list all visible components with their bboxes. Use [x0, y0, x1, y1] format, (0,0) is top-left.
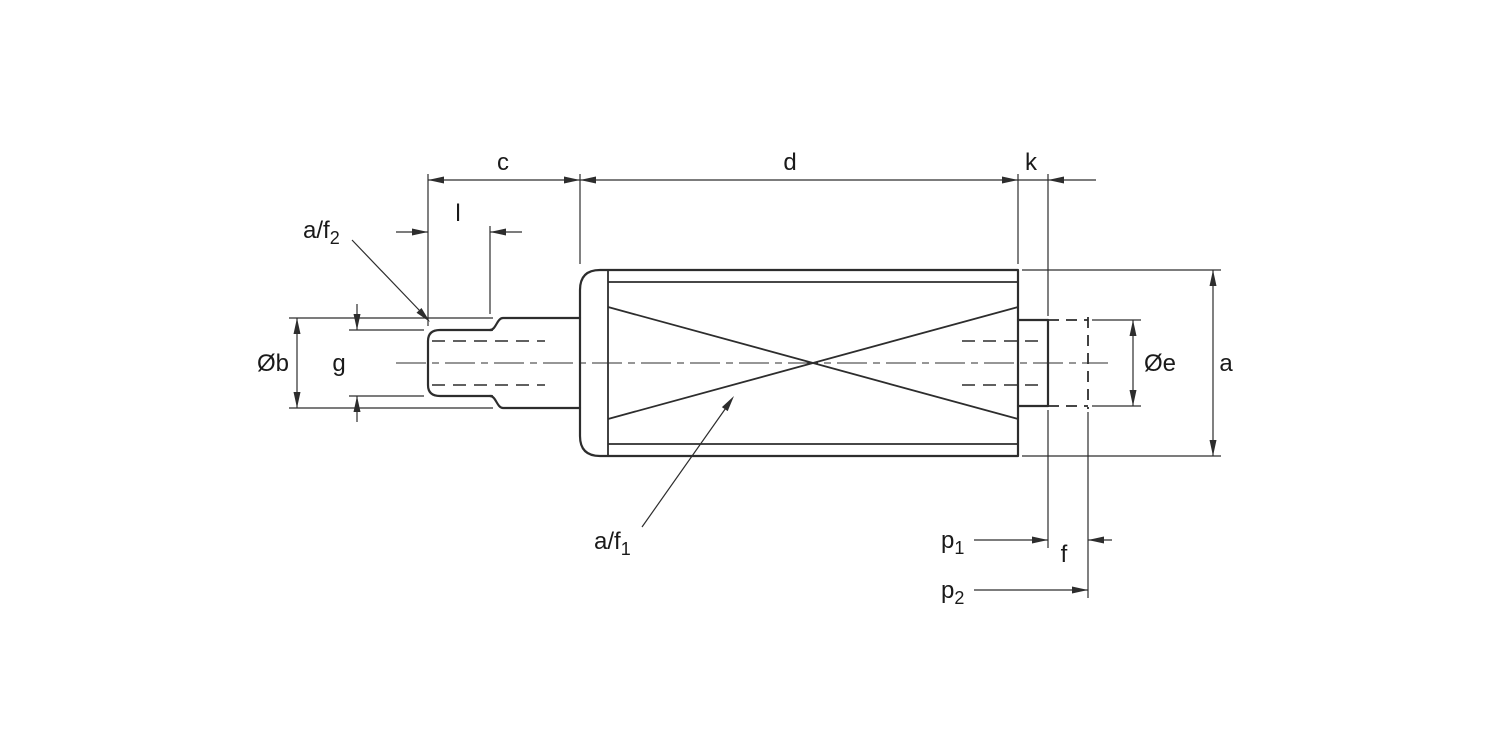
arrowhead [580, 176, 596, 184]
arrowhead [293, 318, 301, 334]
dim-label-p2: p2 [941, 577, 964, 608]
leader-arrowhead-af1 [721, 396, 734, 412]
leader-line-af1 [641, 404, 729, 528]
arrowhead [1129, 320, 1137, 336]
dim-label-p2-sub: 2 [954, 588, 964, 608]
hex-collar-bottom-edge [488, 394, 582, 410]
dim-label-af2-sub: 2 [330, 228, 340, 248]
dim-label-p1-sub: 1 [954, 538, 964, 558]
arrowhead [490, 228, 506, 236]
hex-collar-top-edge [488, 316, 582, 332]
arrowhead [1209, 270, 1217, 286]
dim-label-g: g [332, 350, 345, 377]
extension-lines [289, 174, 1221, 598]
arrowhead [1088, 536, 1104, 544]
dim-label-l: l [455, 200, 460, 227]
dim-label-c: c [497, 149, 509, 176]
arrowhead [1002, 176, 1018, 184]
arrowhead [353, 314, 361, 330]
arrowhead [1032, 536, 1048, 544]
arrowhead [1048, 176, 1064, 184]
arrowhead [353, 396, 361, 412]
dim-label-diameter-e: Øe [1144, 350, 1176, 377]
part-outline [396, 268, 1108, 458]
dim-label-p1-base: p [941, 527, 954, 554]
arrowhead [1209, 440, 1217, 456]
dim-label-a: a [1219, 350, 1233, 377]
arrowhead [412, 228, 428, 236]
leader-arrowhead-af2 [416, 308, 430, 322]
dim-label-k: k [1025, 149, 1038, 176]
dimension-labels: c d k l Øb g Øe a f a/f2 a/f1 p1 p2 [257, 149, 1233, 608]
dim-label-p2-base: p [941, 577, 954, 604]
dim-label-f: f [1061, 541, 1068, 568]
arrowhead [564, 176, 580, 184]
leader-line-af2 [351, 239, 421, 312]
dim-label-af1-sub: 1 [621, 539, 631, 559]
arrowhead [428, 176, 444, 184]
arrowhead [293, 392, 301, 408]
main-body-outline [578, 268, 1020, 458]
dim-label-af1: a/f1 [594, 528, 631, 559]
dim-label-af1-base: a/f [594, 528, 621, 555]
dim-label-d: d [783, 149, 796, 176]
dim-label-af2: a/f2 [303, 217, 340, 248]
arrowhead [1129, 390, 1137, 406]
arrowheads [293, 176, 1217, 594]
arrowhead [1072, 586, 1088, 594]
left-stud-outline [426, 328, 494, 398]
dim-label-diameter-b: Øb [257, 350, 289, 377]
dim-label-p1: p1 [941, 527, 964, 558]
dim-label-af2-base: a/f [303, 217, 330, 244]
